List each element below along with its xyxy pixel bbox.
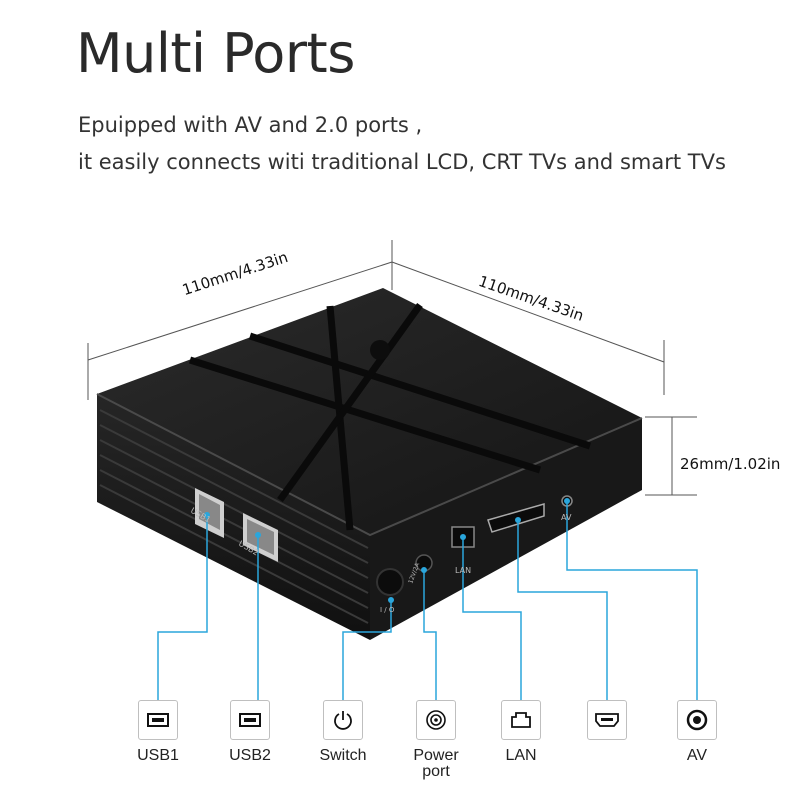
port-usb1: USB1 (123, 700, 193, 764)
ir-window (370, 340, 390, 360)
port-label: Switch (319, 747, 367, 764)
vent-grooves (99, 409, 369, 624)
port-lan: LAN (486, 700, 556, 764)
port-label: Power port (413, 747, 459, 780)
port-power: Power port (401, 700, 471, 780)
switch-knob (376, 568, 404, 596)
port-label: AV (686, 747, 708, 764)
device-left-side (97, 394, 370, 640)
subtitle-line-2: it easily connects witi traditional LCD,… (78, 150, 726, 174)
dimension-height: 26mm/1.02in (680, 455, 781, 473)
usb-ports-device (195, 488, 278, 562)
lan-icon (501, 700, 541, 740)
port-hdmi (572, 700, 642, 740)
device-label-av: AV (561, 513, 572, 522)
port-label: LAN (505, 747, 537, 764)
power-port-icon (416, 700, 456, 740)
power-switch-icon (323, 700, 363, 740)
usb-icon (230, 700, 270, 740)
port-label: USB2 (229, 747, 271, 764)
dimension-lines (87, 240, 697, 496)
device-label-switch: I / O (380, 606, 395, 614)
device-front-side (370, 418, 642, 640)
port-av: AV (662, 700, 732, 764)
port-switch: Switch (308, 700, 378, 764)
connector-lines (157, 501, 698, 700)
page-title: Multi Ports (76, 22, 355, 85)
subtitle-line-1: Epuipped with AV and 2.0 ports , (78, 113, 423, 137)
top-x-pattern (188, 302, 592, 531)
hdmi-icon (587, 700, 627, 740)
port-usb2: USB2 (215, 700, 285, 764)
device-top (97, 288, 642, 535)
device-label-lan: LAN (455, 566, 471, 575)
usb-icon (138, 700, 178, 740)
av-icon (677, 700, 717, 740)
port-label: USB1 (137, 747, 179, 764)
